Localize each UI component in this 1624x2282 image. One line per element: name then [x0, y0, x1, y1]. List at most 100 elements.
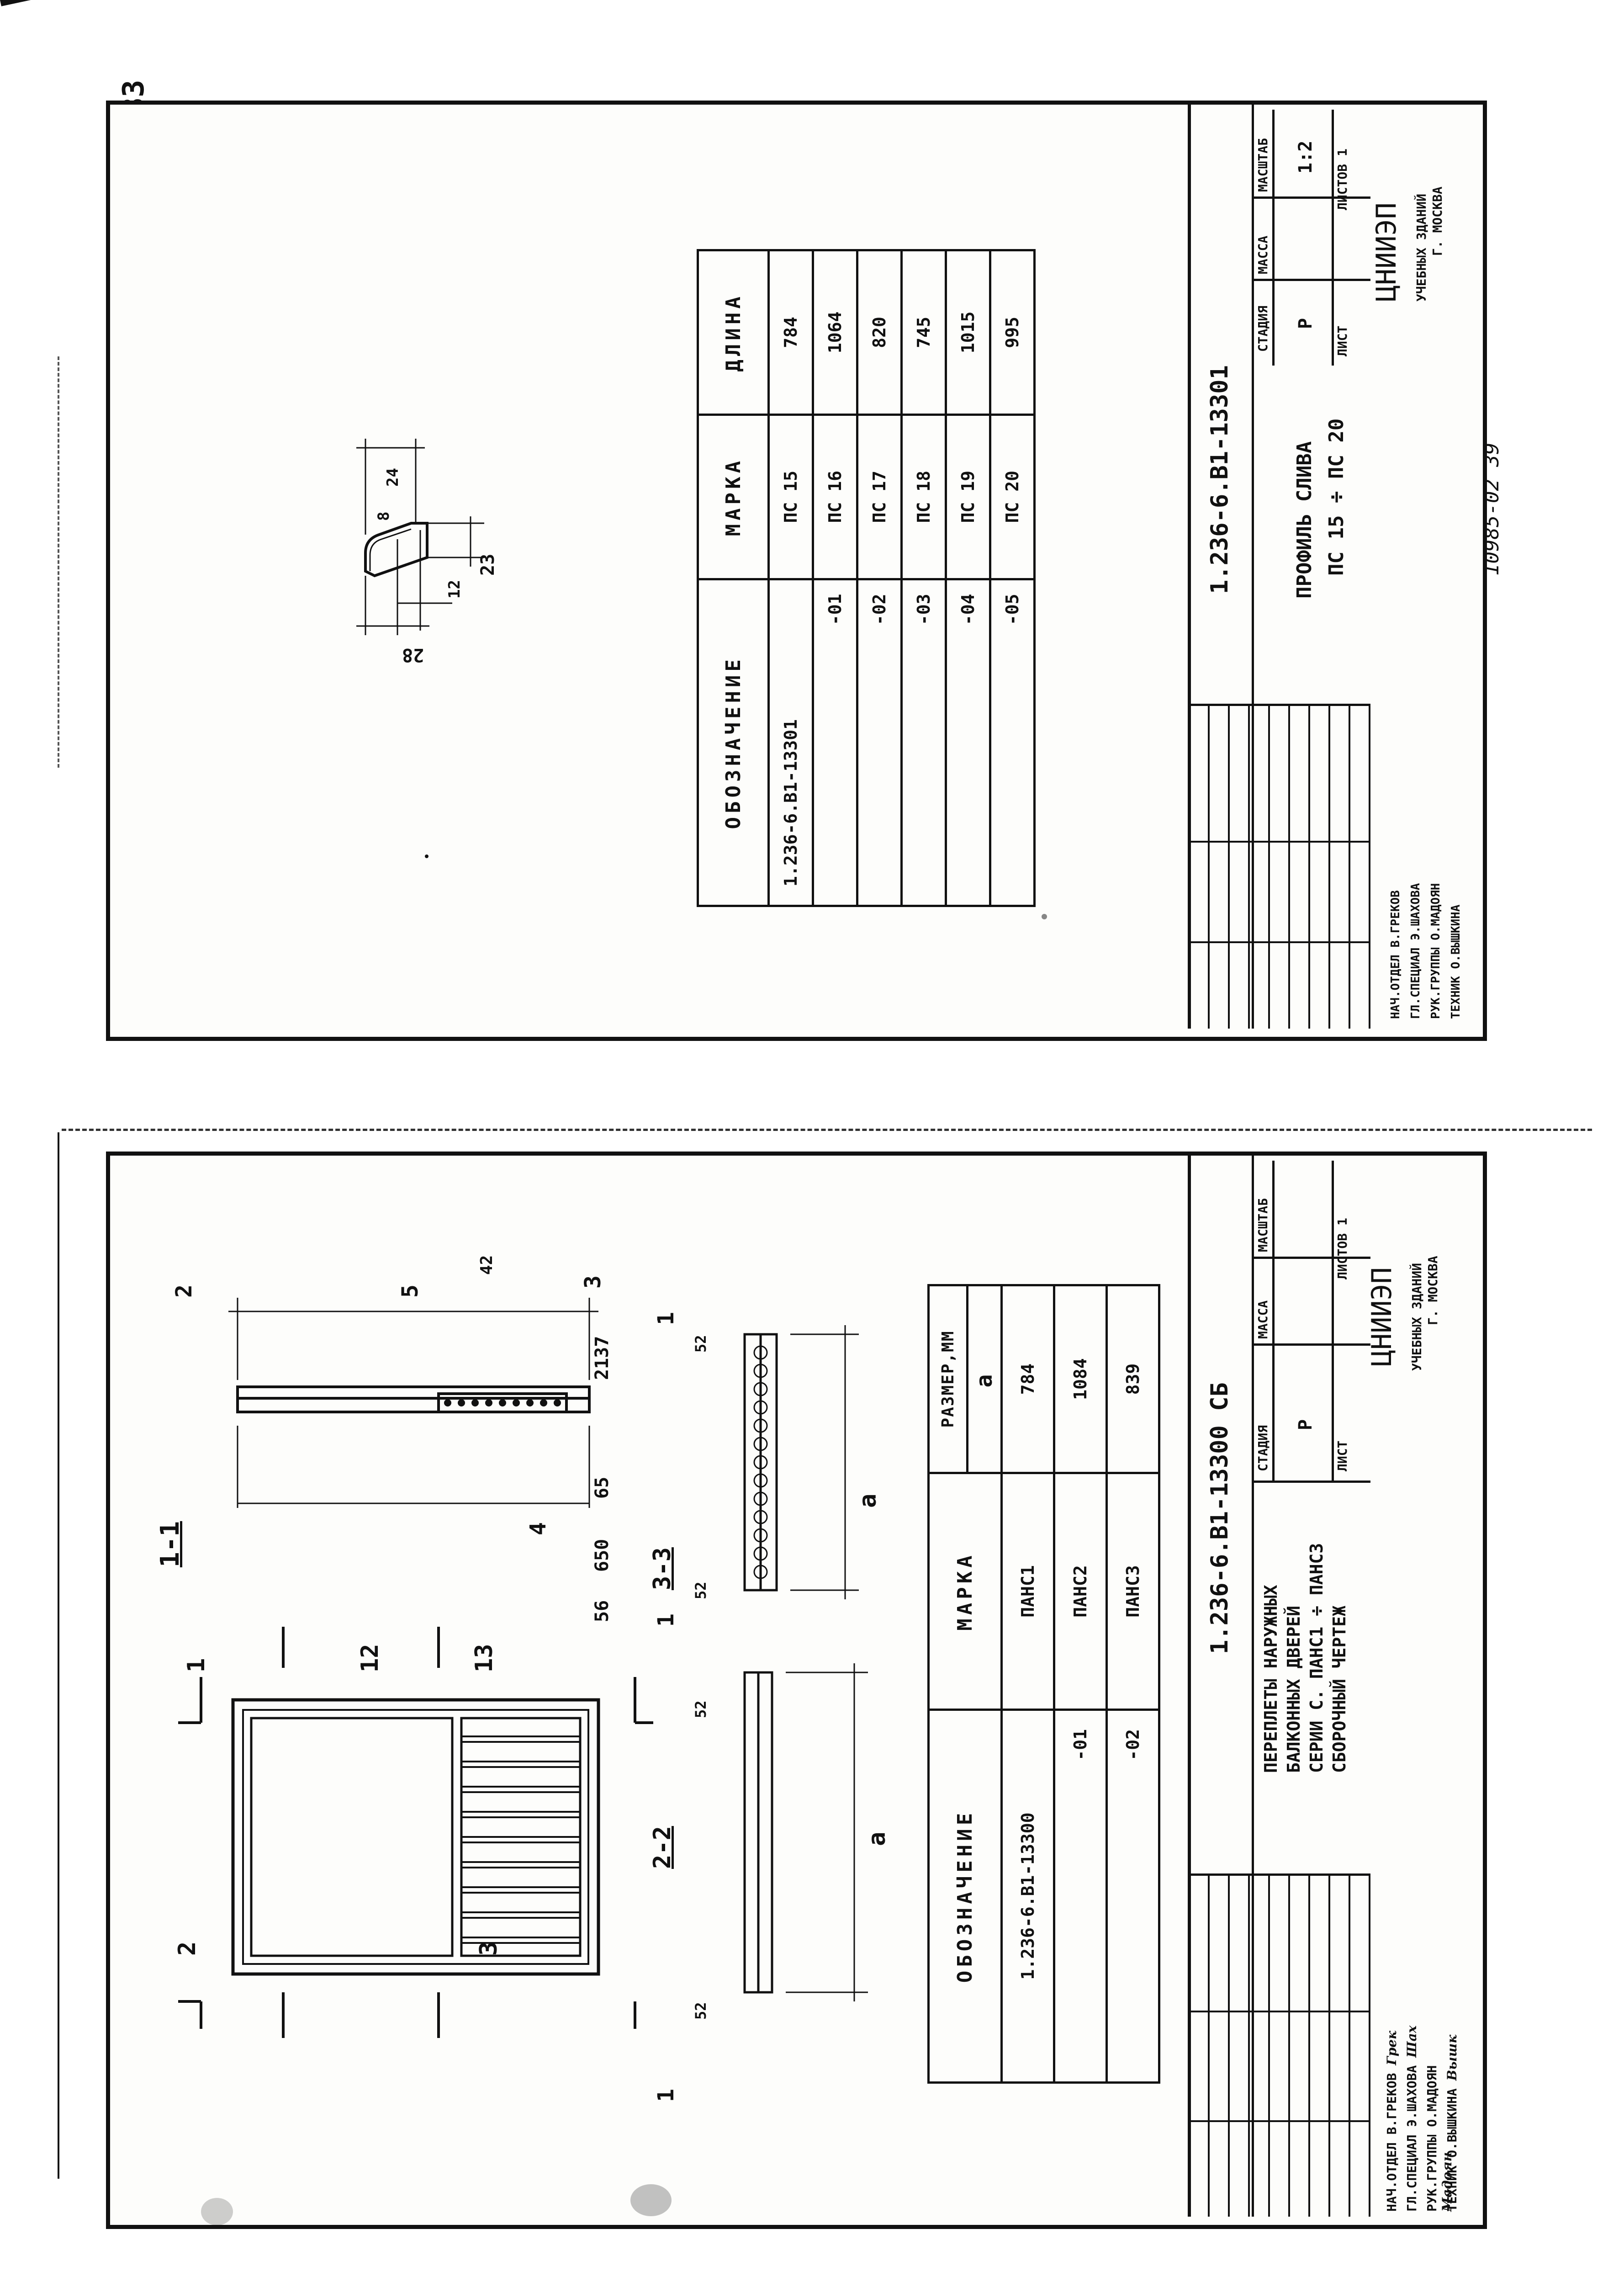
dim-a-22: a	[863, 1831, 891, 1846]
marker-5: 5	[397, 1284, 423, 1298]
left-staff-grid	[1188, 1873, 1370, 2217]
right-scale-value: 1:2	[1295, 140, 1316, 174]
left-sheets-label: ЛИСТОВ 1	[1335, 1218, 1350, 1279]
section-label-s1: 1	[183, 1658, 210, 1672]
corner-mark	[0, 0, 42, 6]
section-label-s2: 2	[174, 1941, 201, 1956]
right-staff-1: НАЧ.ОТДЕЛ В.ГРЕКОВ	[1389, 890, 1402, 1019]
left-th-mark: МАРКА	[928, 1473, 1002, 1710]
dim-42: 42	[477, 1255, 496, 1275]
dim-650: 650	[592, 1539, 613, 1572]
left-sheet-label: ЛИСТ	[1335, 1440, 1350, 1471]
left-title-3: СЕРИИ С. ПАНС1 ÷ ПАНС3	[1307, 1543, 1327, 1773]
left-org-sub1: УЧЕБНЫХ ЗДАНИЙ	[1409, 1263, 1424, 1371]
section-2-2-drawing	[743, 1663, 868, 2001]
section-3-3-title: 3-3	[649, 1547, 676, 1590]
dim-a-33: a	[854, 1493, 882, 1508]
dim-65: 65	[592, 1476, 613, 1499]
right-stage-value: Р	[1295, 318, 1316, 329]
archive-number: 10985-02 39	[1480, 442, 1503, 576]
left-doc-code: 1.236-6.B1-13300 СБ	[1206, 1382, 1233, 1654]
drip-profile-drawing	[356, 439, 484, 635]
section-1-1-title: 1-1	[155, 1521, 185, 1567]
section-1-1-drawing	[228, 1298, 598, 1508]
section-label-2: 12	[356, 1644, 384, 1672]
left-staff-1: НАЧ.ОТДЕЛ В.ГРЕКОВ Грек	[1384, 2031, 1399, 2212]
left-th-code: ОБОЗНАЧЕНИЕ	[928, 1709, 1002, 2083]
dim-56: 56	[592, 1600, 613, 1622]
scan-speck	[425, 854, 428, 858]
right-org: ЦНИИЭП	[1370, 202, 1402, 302]
right-staff-3: РУК.ГРУППЫ О.МАДОЯН	[1429, 883, 1443, 1019]
dim-24: 24	[384, 468, 402, 487]
left-th-a: a	[967, 1285, 1002, 1473]
fold-line	[62, 1129, 1592, 1131]
right-org-sub1: УЧЕБНЫХ ЗДАНИЙ	[1414, 193, 1429, 302]
scan-speck	[201, 2198, 233, 2225]
dim-28: 28	[402, 644, 424, 665]
left-stamp-stage: СТАДИЯ	[1255, 1425, 1270, 1471]
door-elevation-drawing	[231, 1698, 600, 1976]
section-3-3-drawing	[743, 1325, 859, 1599]
right-sheets-label: ЛИСТОВ 1	[1335, 149, 1350, 210]
right-th-code: ОБОЗНАЧЕНИЕ	[698, 579, 769, 906]
right-staff-4: ТЕХНИК О.ВЫШКИНА	[1449, 904, 1463, 1019]
dim-52-a: 52	[692, 2002, 709, 2020]
left-titleblock	[1188, 1156, 1374, 2217]
right-spec-table: ОБОЗНАЧЕНИЕ МАРКА ДЛИНА 1.236-6.B1-13301…	[697, 249, 1036, 907]
right-staff-2: ГЛ.СПЕЦИАЛ Э.ШАХОВА	[1409, 883, 1423, 1019]
right-th-len: ДЛИНА	[698, 250, 769, 415]
right-stamp-mass: МАССА	[1255, 235, 1270, 274]
right-staff-grid	[1188, 704, 1370, 1029]
left-stamp-mass: МАССА	[1255, 1300, 1270, 1339]
dim-52-d: 52	[692, 1335, 709, 1353]
marker-1b: 1	[653, 1613, 679, 1627]
section-2-2-title: 2-2	[649, 1826, 676, 1869]
left-org-sub2: Г. МОСКВА	[1425, 1256, 1440, 1325]
left-staff-2: ГЛ.СПЕЦИАЛ Э.ШАХОВА Шах	[1404, 2025, 1419, 2212]
dim-52-b: 52	[692, 1700, 709, 1718]
dim-8: 8	[375, 511, 393, 521]
right-sheet-label: ЛИСТ	[1335, 325, 1350, 356]
left-stamp-scale: МАСШТАБ	[1255, 1198, 1270, 1252]
marker-2: 2	[171, 1284, 197, 1298]
marker-1c: 1	[653, 1312, 679, 1325]
right-org-sub2: Г. МОСКВА	[1430, 186, 1445, 256]
left-title-4: СБОРОЧНЫЙ ЧЕРТЕЖ	[1329, 1605, 1349, 1773]
marker-4: 4	[525, 1522, 551, 1535]
section-label-s3: 3	[475, 1941, 503, 1956]
dim-12: 12	[445, 580, 464, 599]
scan-speck	[1042, 914, 1047, 919]
scan-speck	[630, 2184, 672, 2216]
dim-23: 23	[477, 553, 498, 576]
right-doc-code: 1.236-6.B1-13301	[1206, 365, 1233, 594]
vertical-cut-line	[58, 1132, 59, 2179]
marker-3: 3	[580, 1275, 606, 1289]
dim-52-c: 52	[692, 1581, 709, 1599]
right-stamp-stage: СТАДИЯ	[1255, 305, 1270, 352]
left-org: ЦНИИЭП	[1366, 1267, 1398, 1366]
dim-2137: 2137	[592, 1336, 613, 1380]
left-stage-value: Р	[1295, 1419, 1316, 1430]
right-titleblock	[1188, 105, 1374, 1029]
left-spec-table: ОБОЗНАЧЕНИЕ МАРКА РАЗМЕР,ММ a 1.236-6.B1…	[927, 1284, 1160, 2084]
section-label-3: 13	[471, 1644, 498, 1672]
marker-1a: 1	[653, 2089, 679, 2102]
right-stamp-scale: МАСШТАБ	[1255, 138, 1270, 192]
vertical-cut-line-top	[58, 356, 61, 768]
left-staff-4: ТЕХНИК О.ВЫШКИНА Вышк	[1444, 2034, 1460, 2212]
right-th-mark: МАРКА	[698, 414, 769, 579]
left-title-2: БАЛКОННЫХ ДВЕРЕЙ	[1284, 1605, 1304, 1773]
section-markers	[178, 1627, 653, 2038]
left-th-size: РАЗМЕР,ММ	[928, 1285, 968, 1473]
left-title-1: ПЕРЕПЛЕТЫ НАРУЖНЫХ	[1261, 1585, 1281, 1773]
